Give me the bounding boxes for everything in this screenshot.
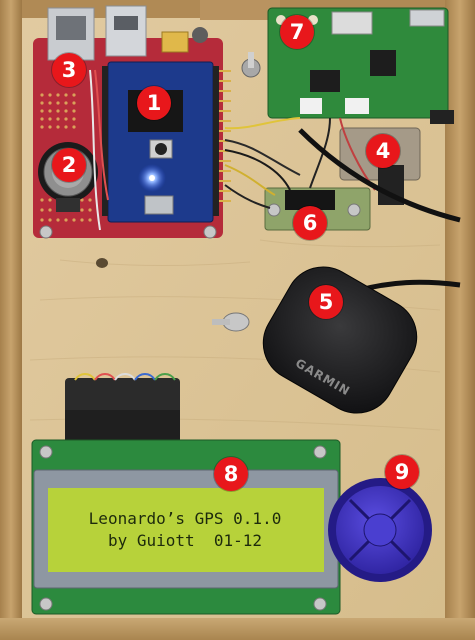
protoboard-pads (40, 93, 92, 222)
screw (313, 445, 327, 459)
cable-hole (96, 258, 108, 268)
blue-led (149, 175, 155, 181)
frame-top-notch (200, 0, 280, 20)
reset-button-cap (155, 143, 167, 155)
pin-header-left (102, 66, 108, 216)
marker-3: 3 (52, 53, 86, 87)
usb-a-opening (114, 16, 138, 30)
ribbon-wires (74, 373, 176, 381)
screw (39, 225, 53, 239)
frame-bottom (0, 618, 475, 640)
screw (347, 203, 361, 217)
screw (39, 597, 53, 611)
power-ic (310, 70, 340, 92)
marker-7: 7 (280, 15, 314, 49)
board-clip (430, 110, 454, 124)
battery-clip (56, 198, 80, 212)
board-switch (331, 11, 373, 35)
screw-dark (192, 27, 208, 43)
header-pins-block (65, 410, 180, 440)
usb-a-jack (105, 5, 147, 57)
usb-mini-jack (161, 31, 189, 53)
inductor (370, 50, 396, 76)
marker-4: 4 (366, 134, 400, 168)
joystick-center (363, 513, 397, 547)
connector-white (345, 98, 369, 114)
screw (39, 445, 53, 459)
marker-8: 8 (214, 457, 248, 491)
cable-tie-strap (212, 319, 230, 325)
ethernet-opening (56, 16, 86, 40)
wiring (89, 69, 376, 231)
lcd-display-text: Leonardo’s GPS 0.1.0 by Guiott 01-12 (60, 508, 310, 552)
connector-white (300, 98, 322, 114)
marker-9: 9 (385, 455, 419, 489)
pin-header-right (213, 66, 219, 216)
header-pins (219, 70, 231, 202)
lcd-line-1: Leonardo’s GPS 0.1.0 (88, 509, 282, 528)
frame-right (445, 0, 475, 640)
marker-2: 2 (52, 148, 86, 182)
board-usb-port (409, 9, 445, 27)
mcu-usb-port (144, 195, 174, 215)
lcd-screen (48, 488, 324, 572)
gps-antenna (262, 266, 418, 414)
thick-cable (298, 128, 461, 223)
lcd-line-2: by Guiott 01-12 (107, 531, 263, 550)
marker-6: 6 (293, 206, 327, 240)
marker-1: 1 (137, 86, 171, 120)
screw (313, 597, 327, 611)
toggle-switch-lever (248, 52, 254, 68)
frame-left (0, 0, 22, 640)
marker-5: 5 (309, 285, 343, 319)
screw (267, 203, 281, 217)
screw (203, 225, 217, 239)
dip-chip (285, 190, 335, 210)
